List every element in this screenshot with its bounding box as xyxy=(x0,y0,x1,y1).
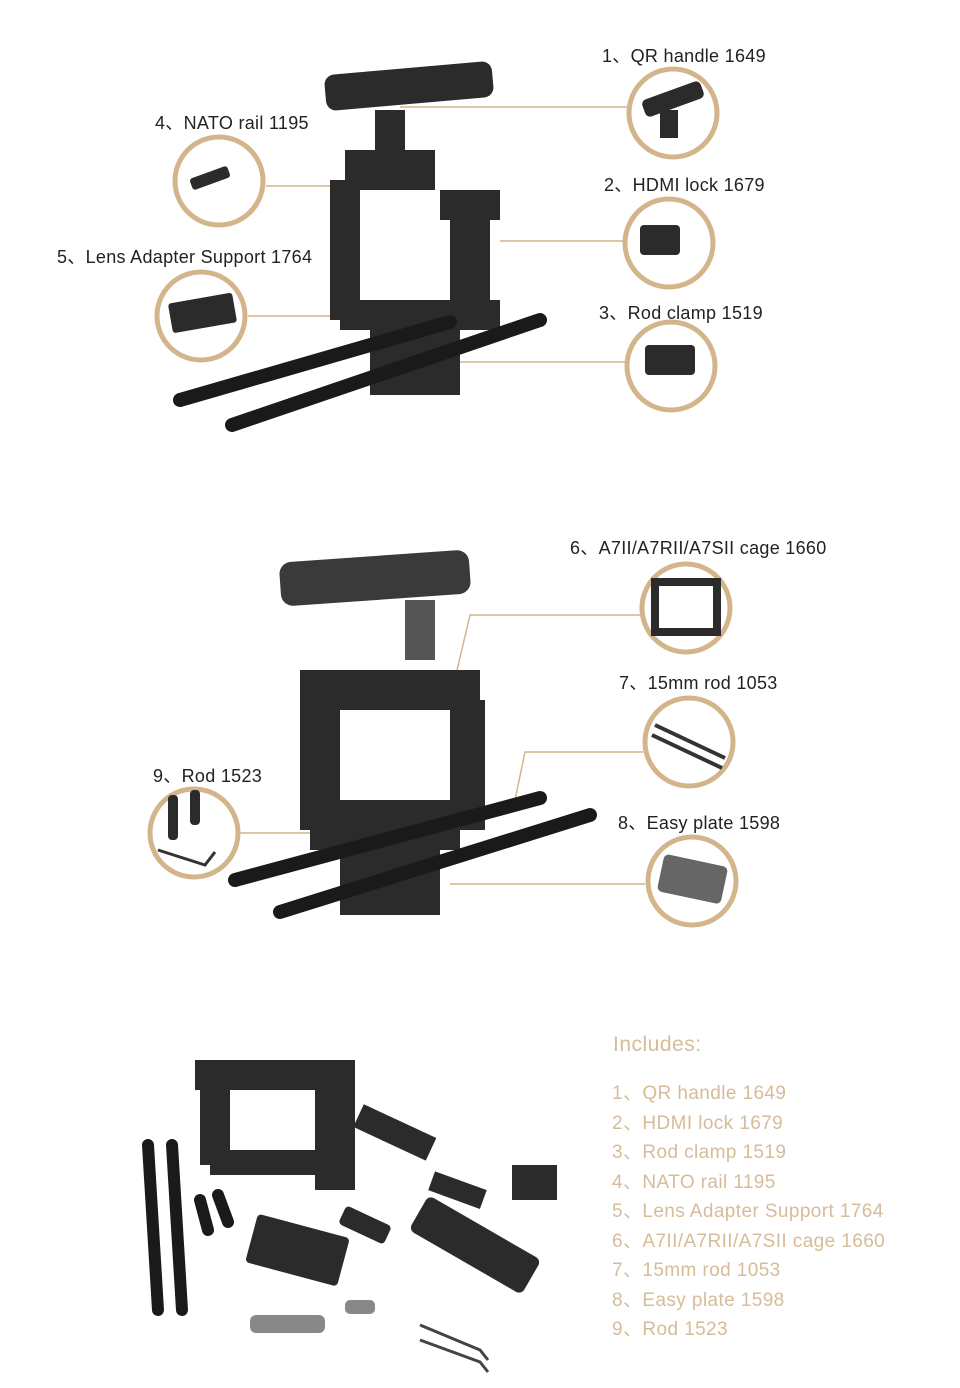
callout-label-cage: 6、A7II/A7RII/A7SII cage 1660 xyxy=(570,538,827,558)
list-item: 5、Lens Adapter Support 1764 xyxy=(612,1201,884,1222)
callout-label-qr-handle: 1、QR handle 1649 xyxy=(602,46,766,66)
kit-parts xyxy=(142,1060,557,1373)
rig-assembled-1 xyxy=(173,61,547,432)
includes-title: Includes: xyxy=(613,1033,702,1056)
circle-thumbnails xyxy=(157,81,728,904)
list-item: 7、15mm rod 1053 xyxy=(612,1260,781,1281)
list-item: 4、NATO rail 1195 xyxy=(612,1171,776,1193)
callout-label-rod-clamp: 3、Rod clamp 1519 xyxy=(599,303,763,323)
list-item: 9、Rod 1523 xyxy=(612,1319,728,1340)
screws xyxy=(250,1300,375,1333)
list-item: 1、QR handle 1649 xyxy=(612,1083,787,1104)
callout-label-hdmi-lock: 2、HDMI lock 1679 xyxy=(604,175,765,195)
callout-label-nato-rail: 4、NATO rail 1195 xyxy=(155,113,309,133)
callout-circles xyxy=(147,66,739,928)
callout-label-15mm-rod: 7、15mm rod 1053 xyxy=(619,673,778,693)
callout-label-rod: 9、Rod 1523 xyxy=(153,766,263,786)
callout-label-lens-support: 5、Lens Adapter Support 1764 xyxy=(57,247,313,267)
list-item: 6、A7II/A7RII/A7SII cage 1660 xyxy=(612,1230,886,1252)
includes-list: 1、QR handle 1649 2、HDMI lock 1679 3、Rod … xyxy=(612,1083,885,1349)
list-item: 3、Rod clamp 1519 xyxy=(612,1142,787,1163)
callout-label-easy-plate: 8、Easy plate 1598 xyxy=(618,813,781,833)
rig-assembled-2 xyxy=(228,550,597,919)
list-item: 2、HDMI lock 1679 xyxy=(612,1112,784,1134)
list-item: 8、Easy plate 1598 xyxy=(612,1289,785,1311)
